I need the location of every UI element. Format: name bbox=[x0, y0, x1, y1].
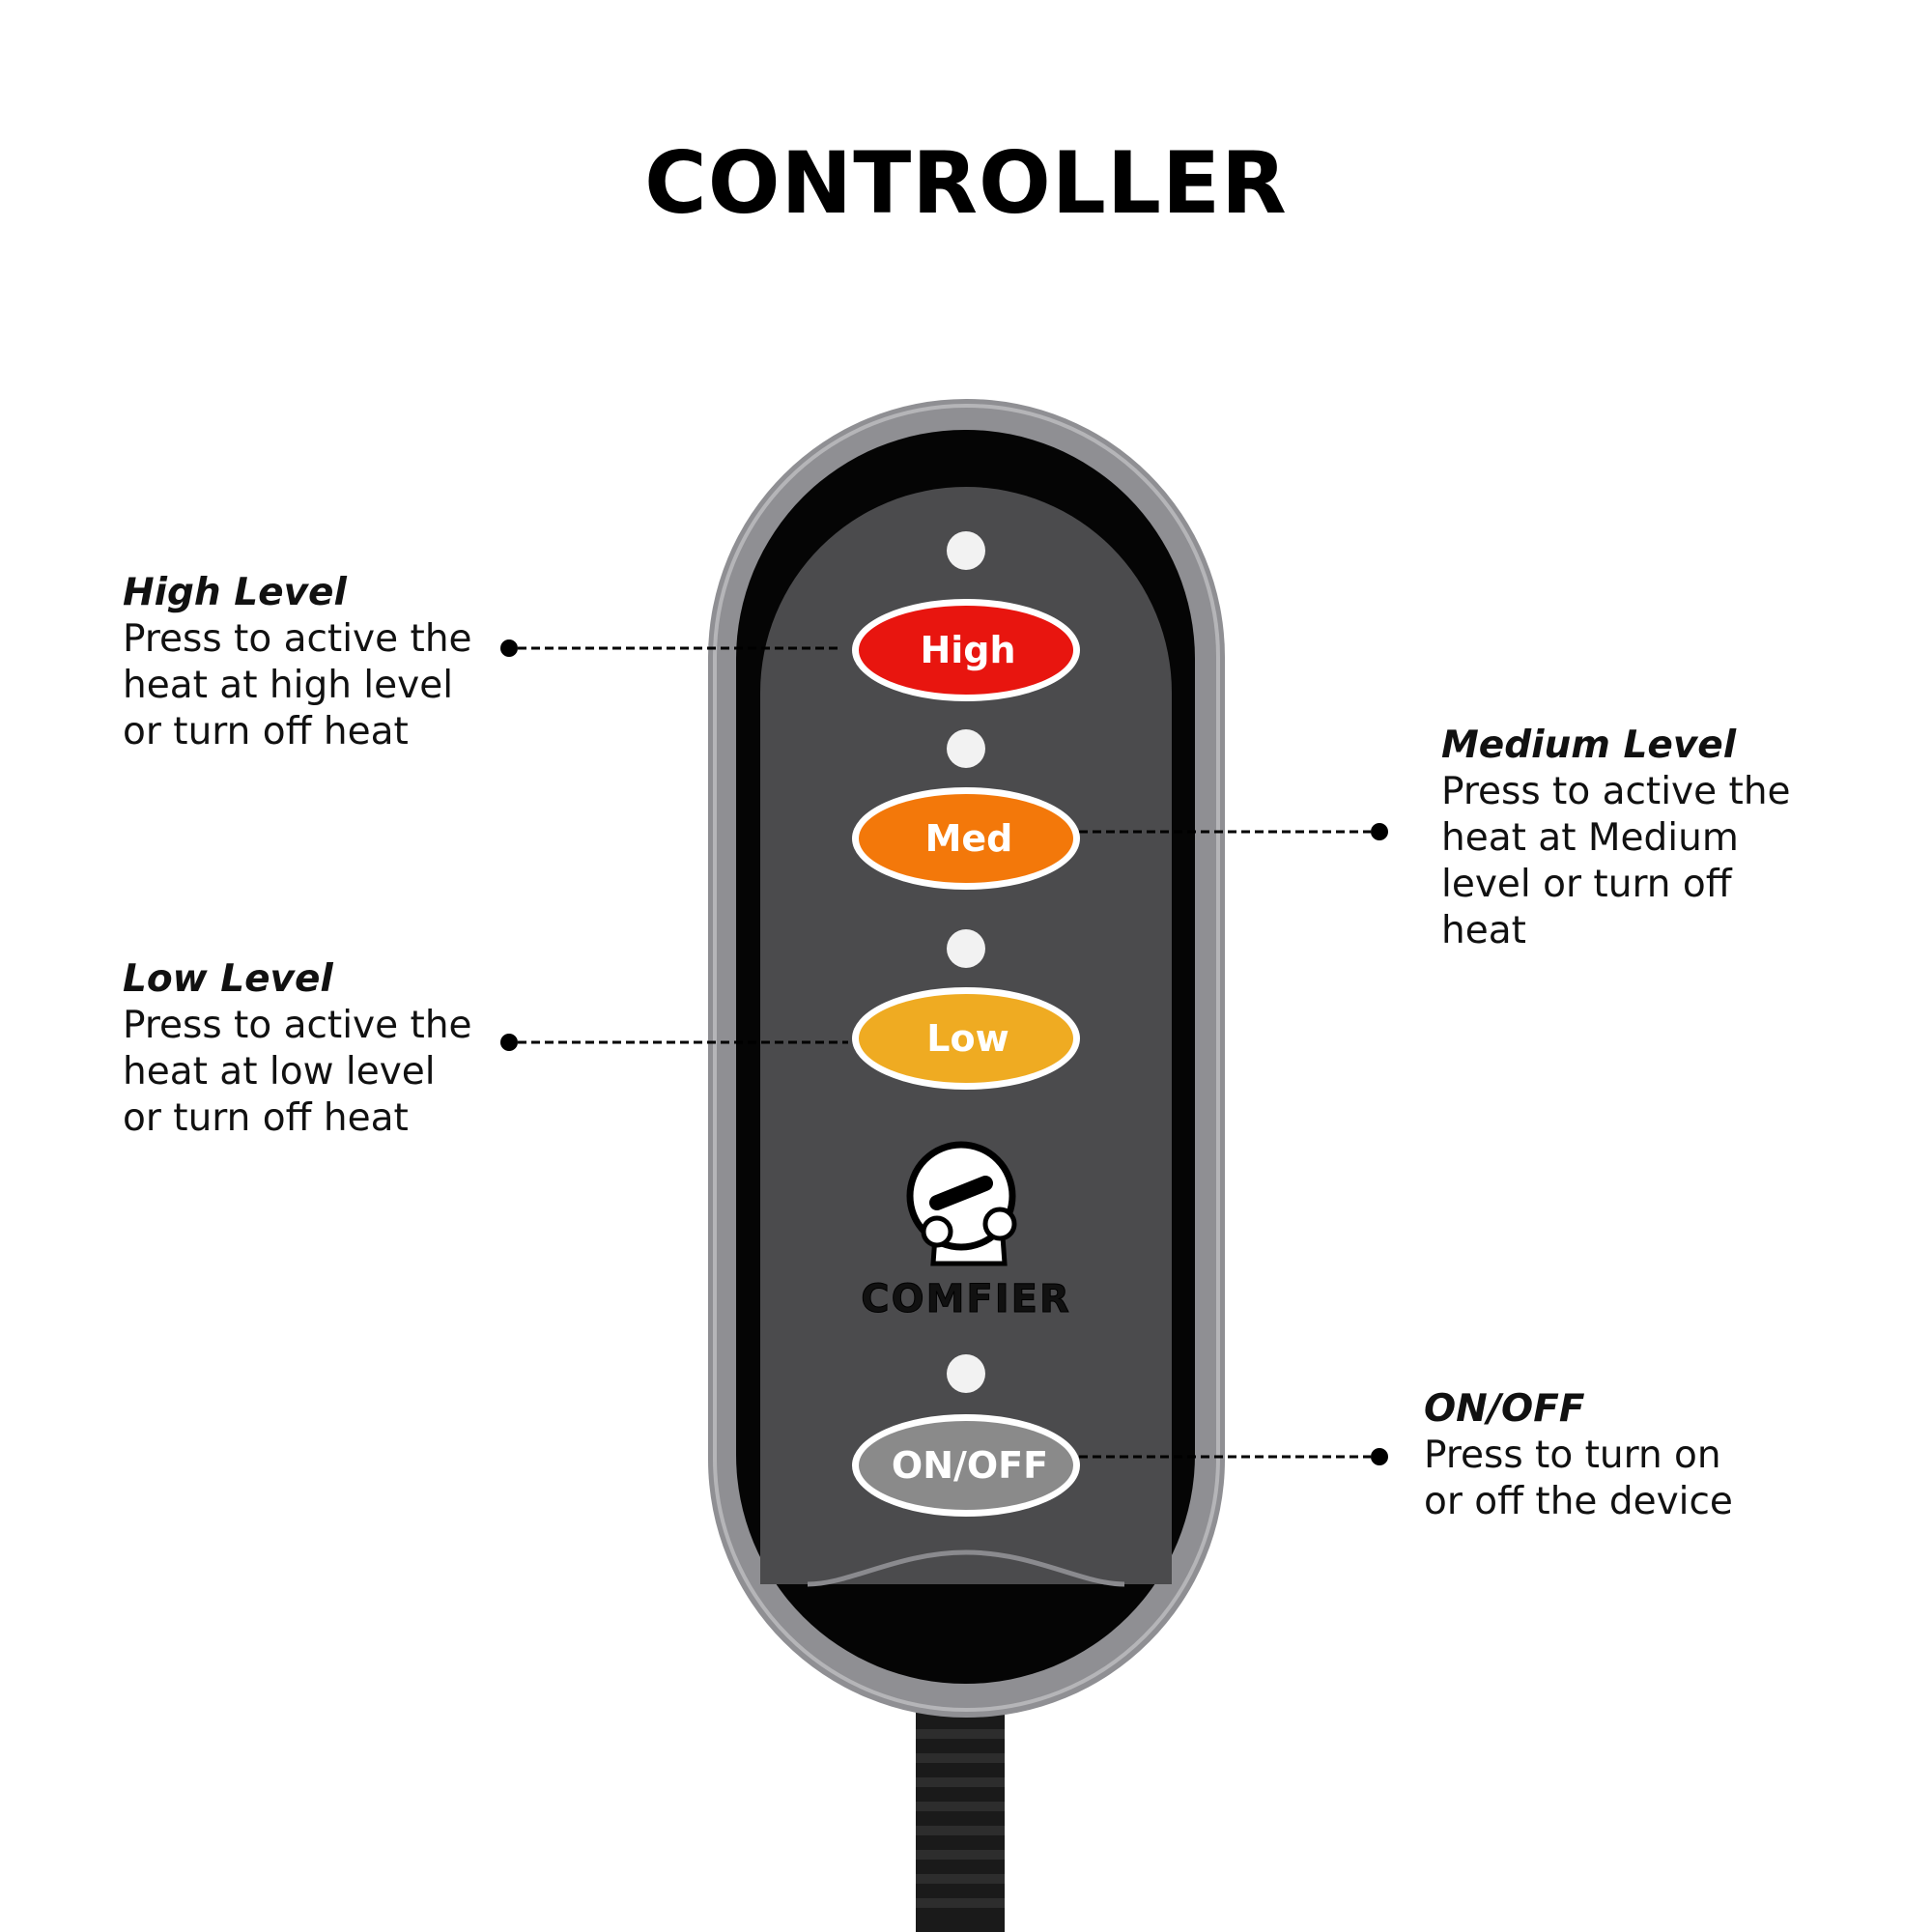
wave-line bbox=[807, 1549, 1125, 1587]
callout-low: Low Level Press to active the heat at lo… bbox=[123, 956, 472, 1142]
high-button-face[interactable] bbox=[859, 606, 1073, 695]
high-button[interactable]: High bbox=[852, 599, 1080, 701]
callout-low-desc: Press to active the heat at low level or… bbox=[123, 1004, 472, 1140]
indicator-light-icon bbox=[947, 1354, 985, 1393]
indicator-light-icon bbox=[947, 531, 985, 570]
mascot-icon bbox=[906, 1141, 1017, 1266]
low-button-label: Low bbox=[926, 1017, 1009, 1060]
high-button-label: High bbox=[920, 629, 1015, 671]
callout-onoff-desc: Press to turn on or off the device bbox=[1424, 1434, 1733, 1523]
callout-onoff-heading: ON/OFF bbox=[1424, 1387, 1585, 1431]
onoff-button-face[interactable] bbox=[859, 1421, 1073, 1510]
indicator-light-icon bbox=[947, 929, 985, 968]
callout-low-heading: Low Level bbox=[123, 957, 333, 1001]
page-title: CONTROLLER bbox=[644, 133, 1288, 233]
med-button-label: Med bbox=[925, 817, 1013, 860]
leader-line-high bbox=[500, 639, 838, 657]
low-button[interactable]: Low bbox=[852, 987, 1080, 1090]
callout-med-heading: Medium Level bbox=[1441, 724, 1737, 767]
med-button-face[interactable] bbox=[859, 794, 1073, 883]
leader-line-med bbox=[1079, 823, 1388, 840]
callout-med: Medium Level Press to active the heat at… bbox=[1441, 723, 1791, 954]
brand-logo-text: COMFIER bbox=[861, 1277, 1071, 1321]
indicator-light-icon bbox=[947, 729, 985, 768]
leader-line-onoff bbox=[1079, 1448, 1388, 1465]
cable-icon bbox=[916, 1700, 1005, 1932]
low-button-face[interactable] bbox=[859, 994, 1073, 1083]
callout-onoff: ON/OFF Press to turn on or off the devic… bbox=[1424, 1386, 1733, 1525]
callout-high: High Level Press to active the heat at h… bbox=[123, 570, 472, 755]
med-button[interactable]: Med bbox=[852, 787, 1080, 890]
callout-med-desc: Press to active the heat at Medium level… bbox=[1441, 770, 1791, 952]
callout-high-heading: High Level bbox=[123, 571, 347, 614]
onoff-button[interactable]: ON/OFF bbox=[852, 1414, 1080, 1517]
callout-high-desc: Press to active the heat at high level o… bbox=[123, 617, 472, 753]
onoff-button-label: ON/OFF bbox=[892, 1444, 1048, 1487]
leader-line-low bbox=[500, 1034, 848, 1051]
